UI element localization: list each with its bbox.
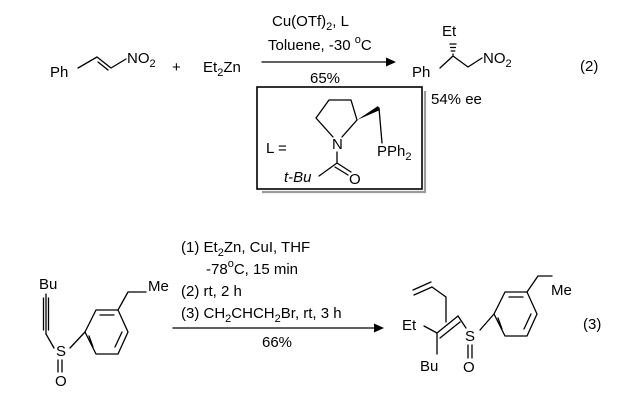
- yield-3: 66%: [262, 334, 292, 351]
- step-3-conditions: (3) CH2CHCH2Br, rt, 3 h: [181, 305, 342, 325]
- solvent-temperature: Toluene, -30 oC: [268, 34, 372, 54]
- equation-number-2: (2): [580, 58, 598, 75]
- sulfoxide-double-bond: [57, 359, 63, 373]
- equation-3: Bu S O Me (1) Et2Zn, CuI, THF -78oC, 15 …: [39, 239, 601, 390]
- vinyl-sulfoxide-product: Et Bu S O Me: [402, 275, 572, 376]
- allyl-terminal-alkene: [412, 281, 433, 296]
- tert-butyl-label: t-Bu: [284, 169, 312, 186]
- stereo-hash-bond: [449, 43, 457, 56]
- yield-2: 65%: [310, 70, 340, 87]
- product-ethyl-label: Et: [442, 23, 457, 40]
- step-2-conditions: (2) rt, 2 h: [181, 283, 242, 300]
- product-tolyl-ring: [493, 291, 538, 337]
- ligand-label: L =: [266, 140, 287, 157]
- product-oxygen: O: [463, 359, 475, 376]
- plus-sign: +: [172, 59, 181, 76]
- product-bonds: [439, 55, 483, 69]
- nitro-label: NO2: [127, 50, 156, 70]
- phenyl-label: Ph: [50, 64, 68, 81]
- amide-bond: [318, 151, 338, 177]
- carbonyl-double-bond: [334, 162, 352, 176]
- diphenylphosphino-label: PPh2: [377, 143, 411, 163]
- carbonyl-oxygen: O: [349, 171, 361, 188]
- central-double-bond: [436, 315, 461, 339]
- tolyl-ring: [84, 309, 129, 355]
- reactant-methyl-label: Me: [148, 278, 169, 295]
- reaction-arrow-2: [261, 57, 396, 67]
- nitrostyrene: Ph NO2: [50, 50, 156, 81]
- ligand-box: L = N PPh2 O t-Bu: [256, 86, 427, 194]
- equation-2: Ph NO2 + Et2Zn Cu(OTf)2, L Toluene, -30 …: [50, 13, 598, 194]
- product-butyl-label: Bu: [420, 358, 438, 375]
- product-ethyl-label: Et: [402, 317, 417, 334]
- reactant-butyl-label: Bu: [39, 276, 57, 293]
- alkynyl-sulfoxide: Bu S O Me: [39, 276, 169, 390]
- reactant-sulfur: S: [56, 343, 66, 360]
- pyrrolidine-ring: [315, 99, 358, 138]
- allyl-chain: [431, 286, 447, 323]
- product-methyl-label: Me: [551, 282, 572, 299]
- catalyst-label: Cu(OTf)2, L: [272, 13, 349, 33]
- reaction-arrow-3: [172, 323, 384, 333]
- nitroalkane-product: Et Ph NO2: [412, 23, 512, 81]
- product-sulfoxide-double-bond: [467, 344, 473, 359]
- diethylzinc: Et2Zn: [203, 59, 241, 79]
- equation-number-3: (3): [583, 316, 601, 333]
- product-phenyl-label: Ph: [412, 64, 430, 81]
- product-nitro-label: NO2: [483, 50, 512, 70]
- enantiomeric-excess: 54% ee: [431, 91, 482, 108]
- step-1-reagents: (1) Et2Zn, CuI, THF: [181, 239, 310, 259]
- stereo-wedge-bond: [357, 106, 380, 120]
- reactant-oxygen: O: [55, 373, 67, 390]
- step-1-conditions: -78oC, 15 min: [206, 258, 298, 278]
- alkene-double-bond: [97, 61, 109, 71]
- ring-nitrogen: N: [332, 136, 343, 153]
- alkene-bonds: [77, 56, 127, 69]
- alkyne-bonds: [42, 293, 50, 335]
- product-sulfur: S: [465, 328, 475, 345]
